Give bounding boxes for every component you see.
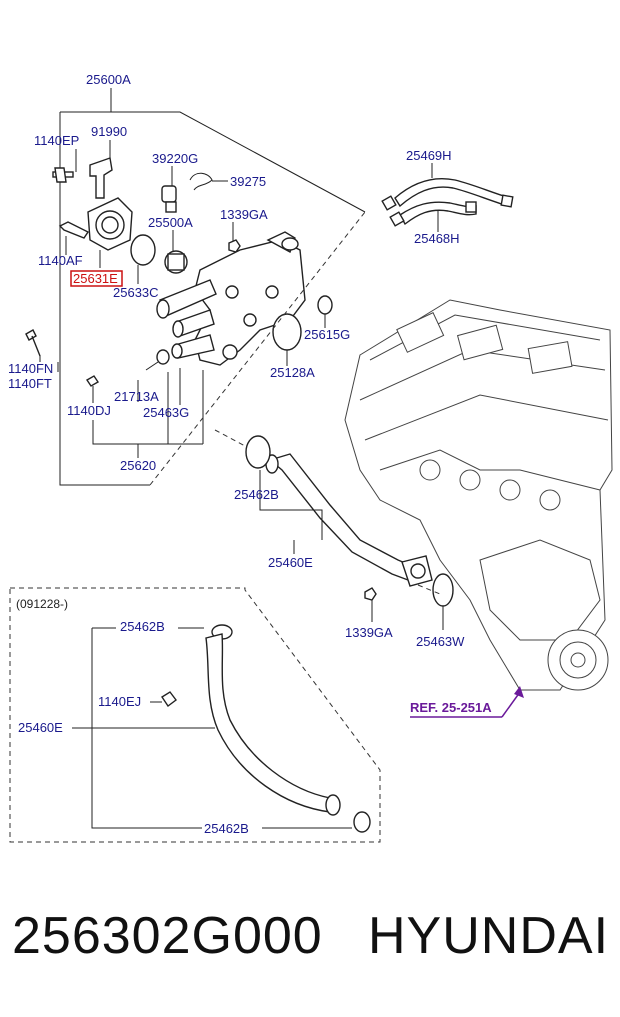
label-25460E-lower: 25460E xyxy=(18,720,63,735)
label-25469H: 25469H xyxy=(406,148,452,163)
label-39220G: 39220G xyxy=(152,151,198,166)
clip-39275 xyxy=(189,172,228,191)
label-25620: 25620 xyxy=(120,458,156,473)
ref-arrow xyxy=(410,686,524,718)
variant-box xyxy=(9,587,381,843)
bracket-91990 xyxy=(89,140,113,199)
label-25631E: 25631E xyxy=(73,271,118,286)
label-91990: 91990 xyxy=(91,124,127,139)
housing-25620 xyxy=(156,231,306,366)
label-25462B-top: 25462B xyxy=(234,487,279,502)
pipe-25460E-upper xyxy=(149,211,454,630)
hose-25469H xyxy=(381,163,514,211)
label-25600A: 25600A xyxy=(86,72,131,87)
label-25468H: 25468H xyxy=(414,231,460,246)
gasket-25633C xyxy=(130,234,156,284)
bolt-1140FN xyxy=(25,329,59,372)
pipe-25460E-lower xyxy=(72,624,371,833)
label-1140EJ: 1140EJ xyxy=(98,694,141,709)
label-1140FT: 1140FT xyxy=(8,376,52,391)
label-1339GA-top: 1339GA xyxy=(220,207,268,222)
highlight-box xyxy=(70,270,123,287)
label-25463G: 25463G xyxy=(143,405,189,420)
bolt-1140DJ xyxy=(86,375,99,403)
label-ref-25-251A: REF. 25-251A xyxy=(410,700,492,715)
label-25462B-a: 25462B xyxy=(120,619,165,634)
label-1140DJ: 1140DJ xyxy=(67,403,111,418)
label-variant-date: (091228-) xyxy=(16,597,68,611)
thermostat-25500A xyxy=(164,230,188,274)
oring-21713A xyxy=(145,349,170,371)
label-1140AF: 1140AF xyxy=(38,253,83,268)
caption: 256302G000 HYUNDAI xyxy=(0,900,620,980)
brand-name: HYUNDAI xyxy=(368,907,610,965)
label-25500A: 25500A xyxy=(148,215,193,230)
label-1339GA-bottom: 1339GA xyxy=(345,625,393,640)
label-1140FN: 1140FN xyxy=(8,361,53,376)
label-25460E-top: 25460E xyxy=(268,555,313,570)
gasket-25128A xyxy=(272,313,302,366)
leaders-25620 xyxy=(92,368,204,458)
label-25462B-b: 25462B xyxy=(204,821,249,836)
nut-1339GA-top xyxy=(228,222,241,253)
assembly-frame-25600A xyxy=(59,88,366,486)
label-1140EP: 1140EP xyxy=(34,133,79,148)
engine-block xyxy=(344,299,613,691)
hose-25468H xyxy=(389,201,477,232)
label-39275: 39275 xyxy=(230,174,266,189)
label-25633C: 25633C xyxy=(113,285,159,300)
label-25615G: 25615G xyxy=(304,327,350,342)
sensor-39220G xyxy=(161,166,177,213)
label-25128A: 25128A xyxy=(270,365,315,380)
part-number: 256302G000 xyxy=(12,907,323,965)
bolt-1140EP xyxy=(52,149,77,183)
thermostat-cover-25631E xyxy=(87,197,133,268)
gasket-25615G xyxy=(317,295,333,328)
parts-diagram: 25600A 1140EP 91990 39220G 39275 25469H … xyxy=(8,72,613,843)
label-25463W: 25463W xyxy=(416,634,465,649)
label-21713A: 21713A xyxy=(114,389,159,404)
bolt-1140AF xyxy=(58,221,90,255)
